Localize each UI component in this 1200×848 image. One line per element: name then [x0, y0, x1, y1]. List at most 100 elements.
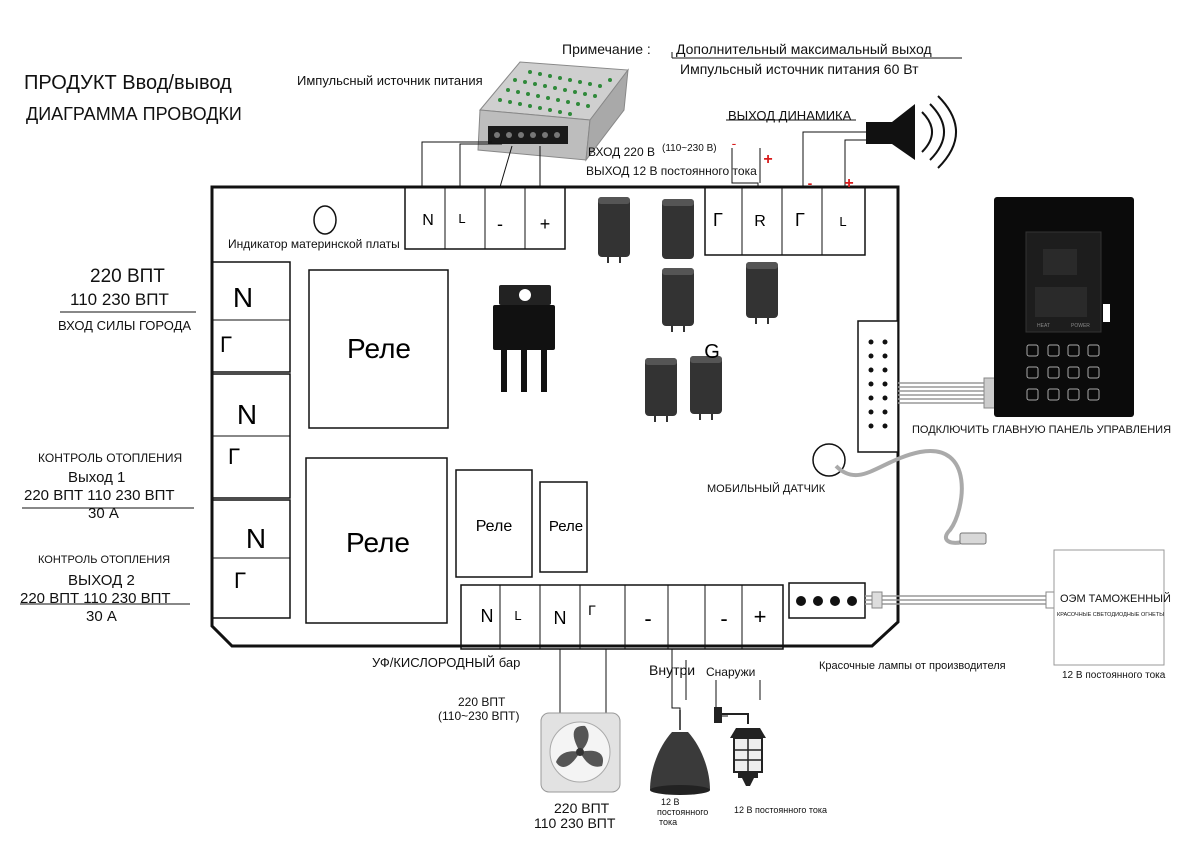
speaker-wires	[726, 119, 866, 187]
sensor-label: МОБИЛЬНЫЙ ДАТЧИК	[707, 483, 826, 495]
sensor-probe	[959, 532, 987, 545]
oem-lamps-label: Красочные лампы от производителя	[819, 660, 1006, 672]
terminal-label: L	[514, 608, 521, 623]
ribbon-cable	[898, 382, 994, 404]
sensor-cable	[834, 449, 964, 545]
diagram-title-line2: ДИАГРАММА ПРОВОДКИ	[26, 104, 242, 124]
terminal-label: -	[644, 606, 651, 631]
bottom-terminal-block: N L N Γ - - +	[460, 584, 784, 650]
terminal-label: +	[754, 604, 767, 629]
oem-voltage: 12 В постоянного тока	[1062, 670, 1166, 681]
power-input-label: ВХОД СИЛЫ ГОРОДА	[58, 318, 192, 333]
terminal-label: L	[839, 214, 846, 229]
psu-wires	[421, 141, 541, 188]
transistor	[493, 285, 555, 392]
indicator-led	[313, 205, 337, 235]
terminal-label: N	[481, 606, 494, 626]
sensor-ring	[812, 443, 846, 477]
heat2-output: ВЫХОД 2	[68, 572, 135, 589]
led-cable	[865, 595, 1048, 605]
panel-connect-label: ПОДКЛЮЧИТЬ ГЛАВНУЮ ПАНЕЛЬ УПРАВЛЕНИЯ	[912, 424, 1172, 436]
heat1-output: Выход 1	[68, 469, 126, 486]
power-voltage-1: 220 ВПТ	[90, 266, 165, 287]
terminal-label: R	[754, 213, 766, 230]
psu-label: Импульсный источник питания	[297, 73, 483, 88]
speaker-output-label: ВЫХОД ДИНАМИКА	[728, 108, 852, 123]
speaker-plus-mark: +	[844, 175, 853, 192]
psu-minus-mark: -	[732, 135, 737, 151]
relay-2-label: Реле	[346, 527, 410, 558]
terminal-label: Γ	[234, 568, 246, 593]
panel-connector	[857, 320, 899, 453]
left-terminal-strip: N Γ N Γ N Γ	[211, 261, 291, 619]
terminal-label: N	[246, 523, 266, 554]
terminal-label: L	[458, 211, 465, 226]
terminal-label: +	[540, 214, 551, 234]
terminal-label: N	[237, 399, 257, 430]
led-connector	[788, 582, 866, 619]
heat2-amps: 30 А	[86, 608, 117, 625]
relay-3	[455, 469, 533, 578]
relay-1	[308, 269, 449, 429]
terminal-label: -	[497, 214, 503, 234]
outdoor-lantern-icon	[714, 707, 766, 786]
heat2-title: КОНТРОЛЬ ОТОПЛЕНИЯ	[38, 554, 171, 566]
inside-label: Внутри	[649, 662, 696, 678]
relay-1-label: Реле	[347, 333, 411, 364]
terminal-label: Γ	[795, 210, 805, 230]
indoor-lamp-voltage-2: постоянного	[657, 807, 709, 817]
indoor-lamp-voltage-3: тока	[659, 817, 678, 827]
speaker-minus-mark: -	[808, 175, 813, 191]
note-label: Примечание :	[562, 41, 651, 57]
fan-voltage-2: (110~230 ВПТ)	[438, 709, 520, 723]
relay-4	[539, 481, 588, 573]
top-terminal-block-right: Γ R Γ L	[704, 186, 866, 256]
indoor-lamp-icon	[650, 710, 710, 795]
g-label: G	[704, 341, 720, 363]
fan-bottom-voltage-2: 110 230 ВПТ	[534, 815, 616, 831]
relay-4-label: Реле	[549, 518, 583, 535]
uv-bar-label: УФ/КИСЛОРОДНЫЙ бар	[372, 655, 521, 670]
capacitors	[598, 197, 778, 422]
terminal-label: N	[422, 212, 434, 229]
diagram-title-line1: ПРОДУКТ Ввод/вывод	[24, 72, 232, 94]
indicator-label: Индикатор материнской платы	[228, 237, 400, 251]
main-control-panel: HEAT POWER	[994, 197, 1134, 417]
controller-board	[210, 185, 900, 648]
heat2-voltage: 220 ВПТ 110 230 ВПТ	[20, 590, 171, 607]
terminal-label: N	[554, 608, 567, 628]
panel-heat-label: HEAT	[1037, 323, 1050, 329]
note-line2: Импульсный источник питания 60 Вт	[680, 61, 919, 77]
note-line1: Дополнительный максимальный выход	[676, 41, 932, 57]
oem-title: ОЭМ ТАМОЖЕННЫЙ	[1060, 593, 1171, 605]
outside-label: Снаружи	[706, 665, 756, 679]
heat1-voltage: 220 ВПТ 110 230 ВПТ	[24, 487, 175, 504]
bottom-wires	[559, 649, 761, 720]
fan-voltage-1: 220 ВПТ	[458, 695, 506, 709]
speaker-icon	[866, 95, 957, 169]
terminal-label: Γ	[220, 332, 232, 357]
terminal-label: Γ	[228, 444, 240, 469]
panel-power-label: POWER	[1071, 323, 1090, 329]
psu-input-range: (110~230 В)	[662, 143, 717, 154]
terminal-label: Γ	[588, 602, 596, 618]
fan-icon	[540, 712, 621, 793]
fan-bottom-voltage-1: 220 ВПТ	[554, 800, 610, 816]
top-terminal-block-left: N L - +	[404, 186, 566, 250]
terminal-label: N	[233, 282, 253, 313]
relay-3-label: Реле	[476, 518, 513, 535]
psu-plus-mark: +	[763, 151, 772, 168]
oem-led-box	[1053, 549, 1165, 666]
heat1-title: КОНТРОЛЬ ОТОПЛЕНИЯ	[38, 451, 183, 465]
terminal-label: Γ	[713, 210, 723, 230]
heat1-amps: 30 А	[88, 505, 119, 522]
switching-power-supply	[477, 61, 629, 162]
outdoor-lamp-voltage: 12 В постоянного тока	[734, 805, 827, 815]
power-voltage-2: 110 230 ВПТ	[70, 290, 169, 309]
psu-input-label: ВХОД 220 В	[588, 145, 655, 159]
indoor-lamp-voltage-1: 12 В	[661, 797, 680, 807]
terminal-label: -	[720, 606, 727, 631]
relay-2	[305, 457, 448, 624]
oem-subtitle: КРАСОЧНЫЕ СВЕТОДИОДНЫЕ ОГНЕТЫ	[1057, 612, 1165, 618]
